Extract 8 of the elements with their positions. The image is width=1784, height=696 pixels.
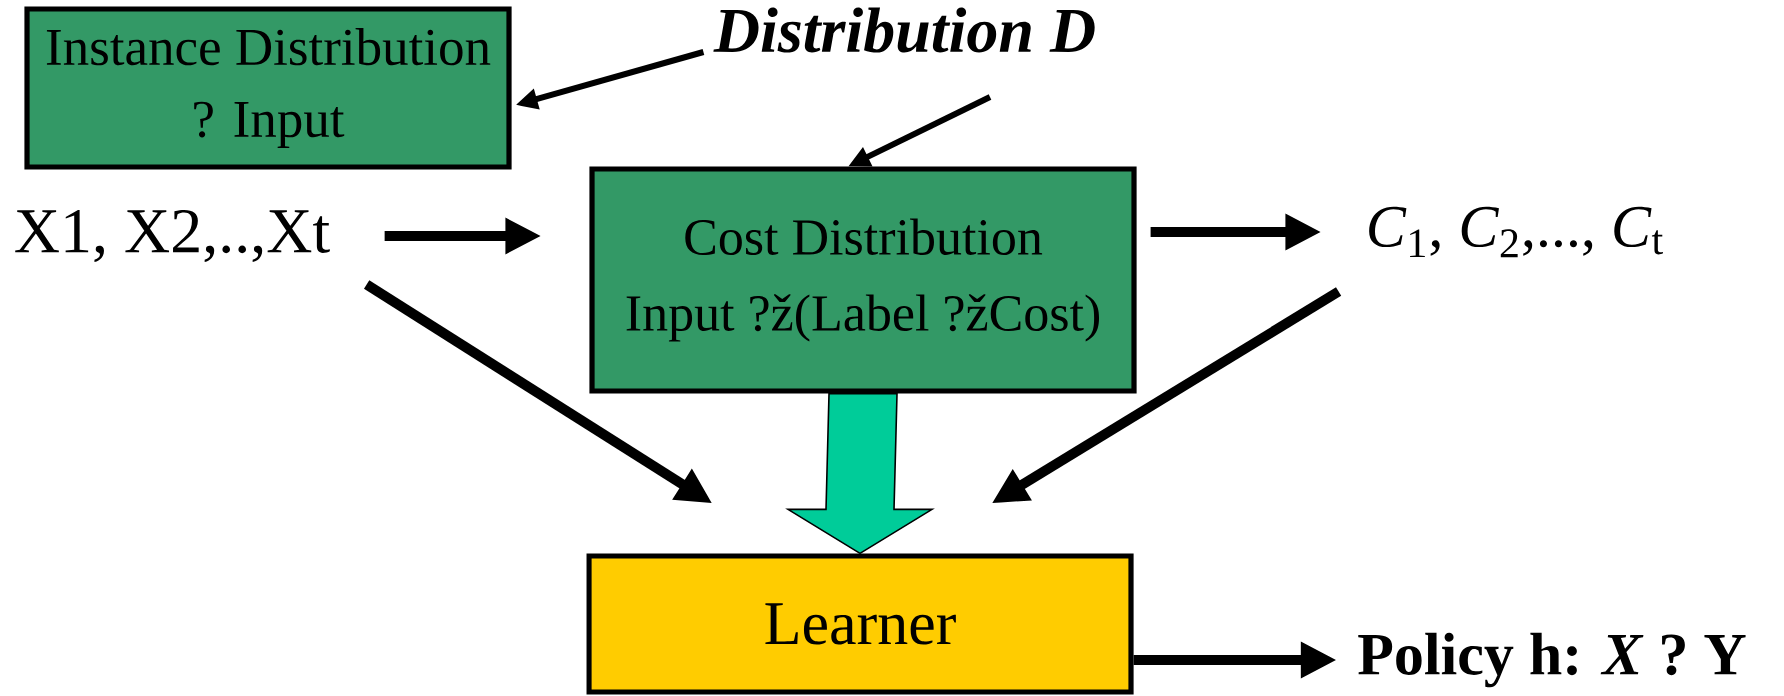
cost-sequence-label: C$_{1}$, C$_{2}$,..., C$_{t}$ <box>1369 206 1663 258</box>
learner-box: Learner <box>586 553 1134 695</box>
block-arrow <box>785 392 935 555</box>
input-sequence-label: X1, X2,..,Xt <box>15 209 330 263</box>
process-box: Cost Distribution Input ?ž(Label ?žCost) <box>589 166 1137 394</box>
process-box: Instance Distribution ? Input <box>24 6 512 170</box>
distribution-label: Distribution D <box>713 7 1095 53</box>
policy-label: Policy h: X ? Y <box>1358 632 1746 688</box>
